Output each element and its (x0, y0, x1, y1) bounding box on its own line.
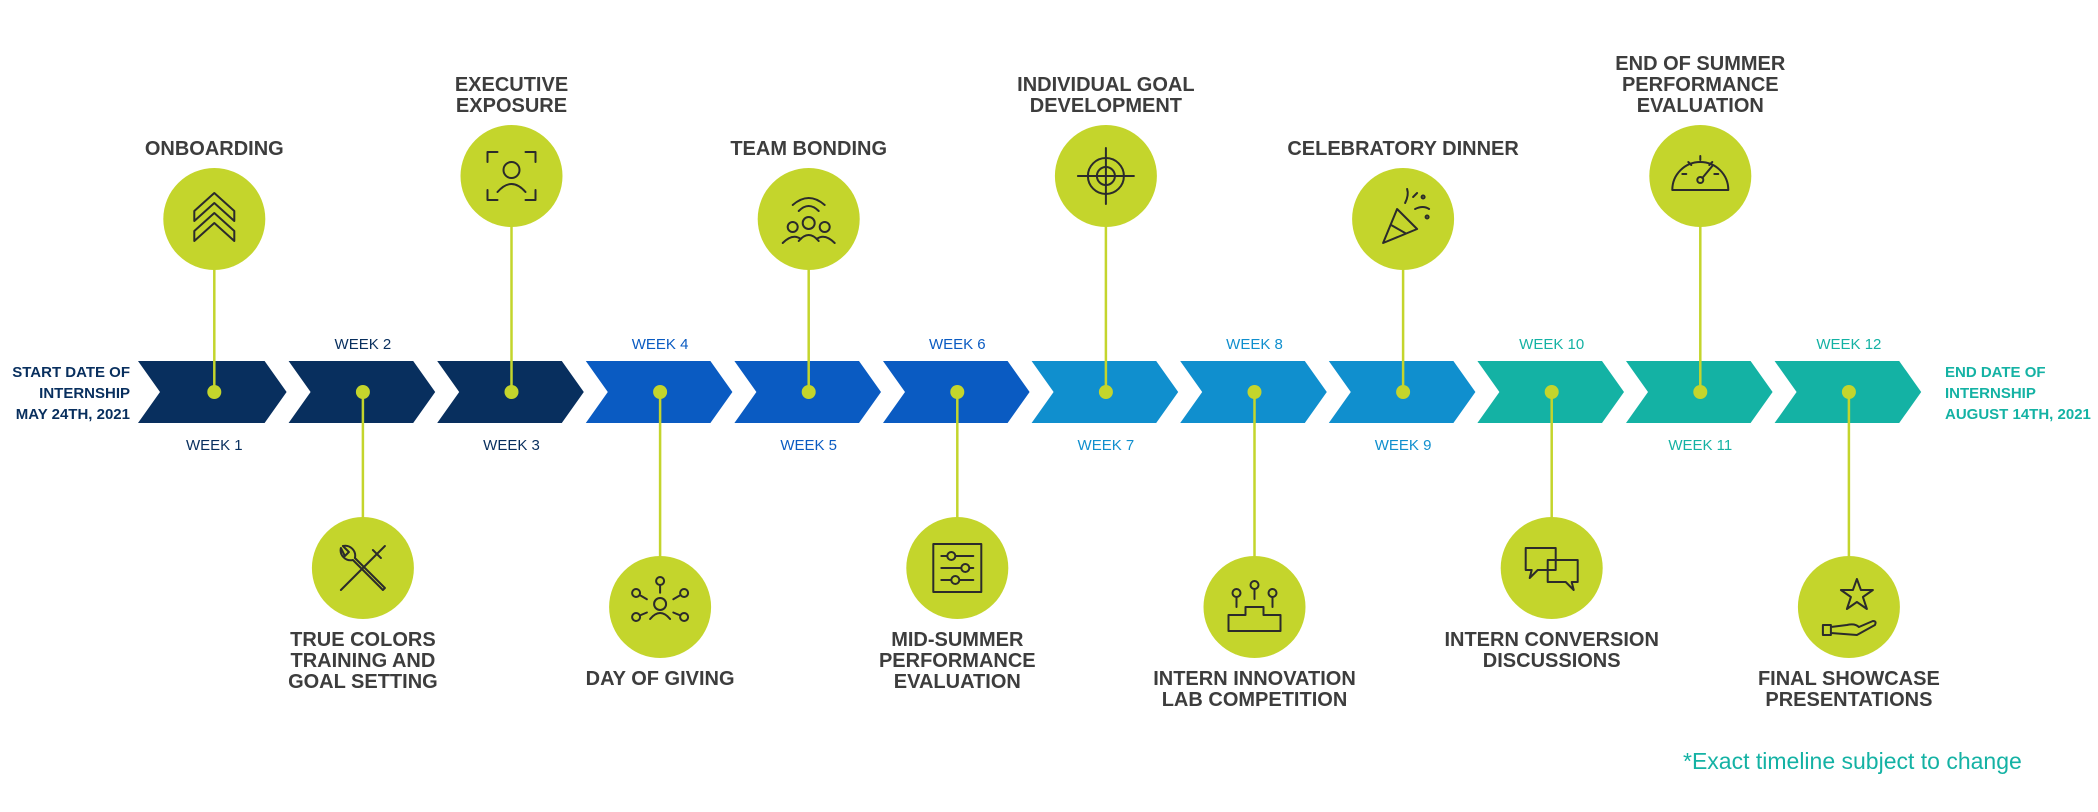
network-people-icon (631, 576, 690, 622)
event-title: DAY OF GIVING (585, 668, 735, 690)
week-marker-dot (504, 385, 519, 399)
target-icon (1076, 147, 1135, 205)
week-label: WEEK 9 (1375, 437, 1432, 454)
event-circle (163, 168, 266, 270)
week-marker-dot (1396, 385, 1411, 399)
timeline-disclaimer: *Exact timeline subject to change (1683, 748, 2022, 774)
event-title: EXECUTIVE EXPOSURE (454, 74, 569, 117)
week-label: WEEK 10 (1519, 336, 1584, 353)
podium-icon (1227, 580, 1282, 632)
event-circle (1500, 517, 1603, 619)
event-title: END OF SUMMER PERFORMANCE EVALUATION (1615, 53, 1786, 117)
event-title: ONBOARDING (144, 138, 284, 160)
week-label: WEEK 11 (1668, 437, 1732, 454)
week-label: WEEK 12 (1816, 336, 1881, 353)
week-label: WEEK 3 (483, 437, 540, 454)
start-date-label: START DATE OF INTERNSHIP MAY 24TH, 2021 (12, 364, 130, 423)
week-marker-dot (1247, 385, 1262, 399)
event-circle (609, 556, 712, 658)
group-wifi-icon (781, 197, 836, 244)
event-circle (460, 125, 563, 227)
week-marker-dot (950, 385, 965, 399)
week-marker-dot (1841, 385, 1856, 399)
end-date-label: END DATE OF INTERNSHIP AUGUST 14TH, 2021 (1945, 364, 2091, 423)
event-title: CELEBRATORY DINNER (1287, 138, 1519, 160)
week-marker-dot (1544, 385, 1559, 399)
week-label: WEEK 5 (780, 437, 837, 454)
gauge-icon (1671, 155, 1730, 191)
week-label: WEEK 8 (1226, 336, 1283, 353)
event-circle (757, 168, 860, 270)
event-title: MID-SUMMER PERFORMANCE EVALUATION (878, 629, 1036, 693)
week-marker-dot (1693, 385, 1708, 399)
sliders-icon (932, 543, 983, 593)
week-label: WEEK 2 (335, 336, 392, 353)
event-title: INTERN INNOVATION LAB COMPETITION (1153, 668, 1356, 711)
week-label: WEEK 4 (632, 336, 689, 353)
week-label: WEEK 7 (1078, 437, 1135, 454)
event-title: FINAL SHOWCASE PRESENTATIONS (1757, 668, 1940, 711)
hand-star-icon (1821, 578, 1877, 636)
chat-bubbles-icon (1524, 547, 1579, 591)
week-marker-dot (1098, 385, 1113, 399)
event-title: TEAM BONDING (730, 138, 888, 160)
party-popper-icon (1382, 188, 1431, 244)
event-circle (1352, 168, 1455, 270)
week-marker-dot (801, 385, 816, 399)
wrench-screwdriver-icon (339, 544, 386, 591)
week-marker-dot (207, 385, 222, 399)
week-label: WEEK 1 (186, 437, 243, 454)
event-title: INDIVIDUAL GOAL DEVELOPMENT (1017, 74, 1195, 117)
week-label: WEEK 6 (929, 336, 986, 353)
week-marker-dot (355, 385, 370, 399)
event-title: INTERN CONVERSION DISCUSSIONS (1444, 629, 1659, 672)
week-marker-dot (653, 385, 668, 399)
event-title: TRUE COLORS TRAINING AND GOAL SETTING (288, 629, 438, 693)
chevrons-up-icon (193, 192, 236, 242)
profile-frame-icon (486, 151, 537, 201)
